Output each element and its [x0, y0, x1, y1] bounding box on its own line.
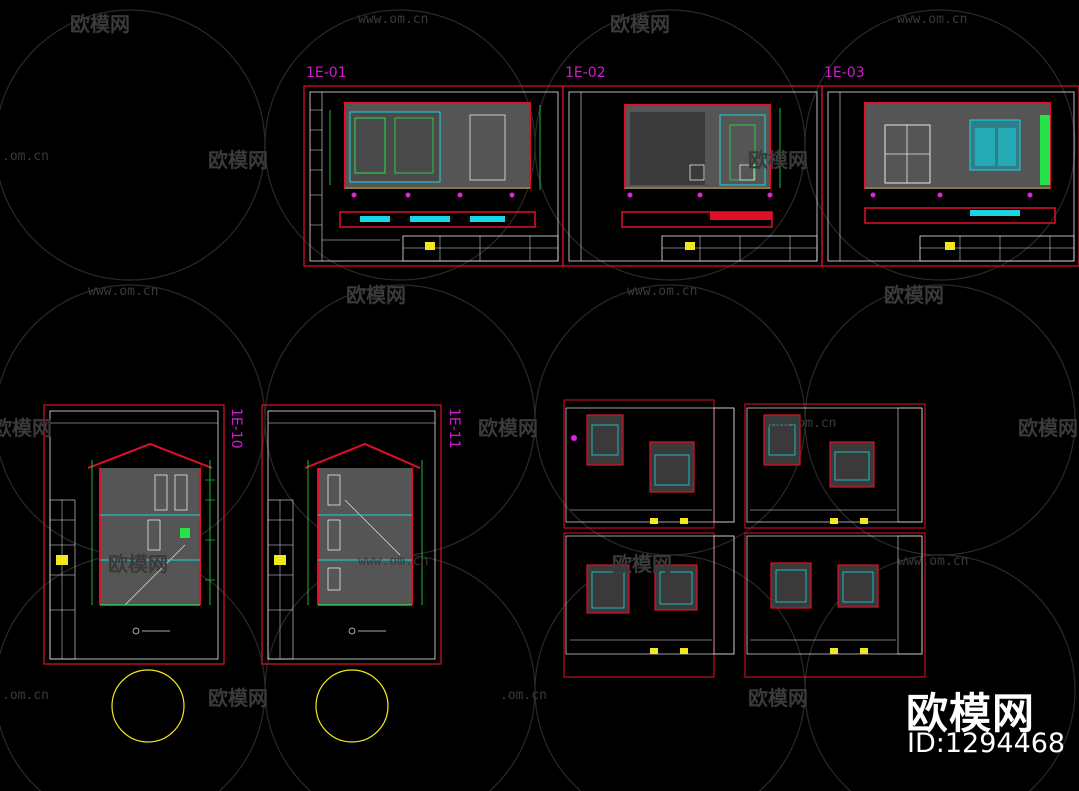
watermark-brand: 欧模网 [70, 12, 130, 36]
yellow-circle-right [315, 669, 389, 743]
watermark-circles [0, 9, 1076, 791]
detail-sheet-top-right[interactable] [744, 403, 926, 529]
sheet-label-1e-02[interactable]: 1E-02 [565, 65, 606, 81]
watermark-brand: 欧模网 [748, 148, 808, 172]
sheet-label-1e-01[interactable]: 1E-01 [306, 65, 347, 81]
detail-sheet-bottom-left[interactable] [563, 532, 735, 678]
watermark-url: .om.cn [2, 149, 49, 164]
watermark-brand: 欧模网 [208, 686, 268, 710]
watermark-url: www.om.cn [766, 416, 837, 431]
watermark-brand: 欧模网 [0, 416, 52, 440]
watermark-url: www.om.cn [897, 12, 968, 27]
brand-id: ID:1294468 [907, 728, 1066, 759]
watermark-brand: 欧模网 [208, 148, 268, 172]
watermark-brand: 欧模网 [478, 416, 538, 440]
sheet-label-1e-10[interactable]: 1E-10 [228, 408, 244, 449]
watermark-brand: 欧模网 [610, 12, 670, 36]
sheet-label-1e-03[interactable]: 1E-03 [824, 65, 865, 81]
detail-sheet-top-left[interactable] [563, 399, 735, 529]
watermark-url: www.om.cn [627, 284, 698, 299]
watermark-url: .om.cn [500, 688, 547, 703]
watermark-brand: 欧模网 [612, 552, 672, 576]
watermark-url: www.om.cn [358, 12, 429, 27]
watermark-url: www.om.cn [88, 284, 159, 299]
watermark-url: www.om.cn [358, 554, 429, 569]
sheet-1e-10[interactable] [43, 404, 225, 665]
yellow-circle-left [111, 669, 185, 743]
sheet-1e-02[interactable] [562, 85, 823, 267]
watermark-brand: 欧模网 [1018, 416, 1078, 440]
sheet-1e-01[interactable] [303, 85, 564, 267]
watermark-brand: 欧模网 [346, 283, 406, 307]
sheet-label-1e-11[interactable]: 1E-11 [446, 408, 462, 449]
watermark-brand: 欧模网 [884, 283, 944, 307]
watermark-url: .om.cn [2, 688, 49, 703]
watermark-url: www.om.cn [898, 554, 969, 569]
brand-logo-text: 欧模网 [906, 689, 1036, 738]
watermark-brand: 欧模网 [108, 552, 168, 576]
detail-sheet-bottom-right[interactable] [744, 532, 926, 678]
sheet-1e-03[interactable] [821, 85, 1079, 267]
sheet-1e-11[interactable] [261, 404, 442, 665]
watermark-brand: 欧模网 [748, 686, 808, 710]
